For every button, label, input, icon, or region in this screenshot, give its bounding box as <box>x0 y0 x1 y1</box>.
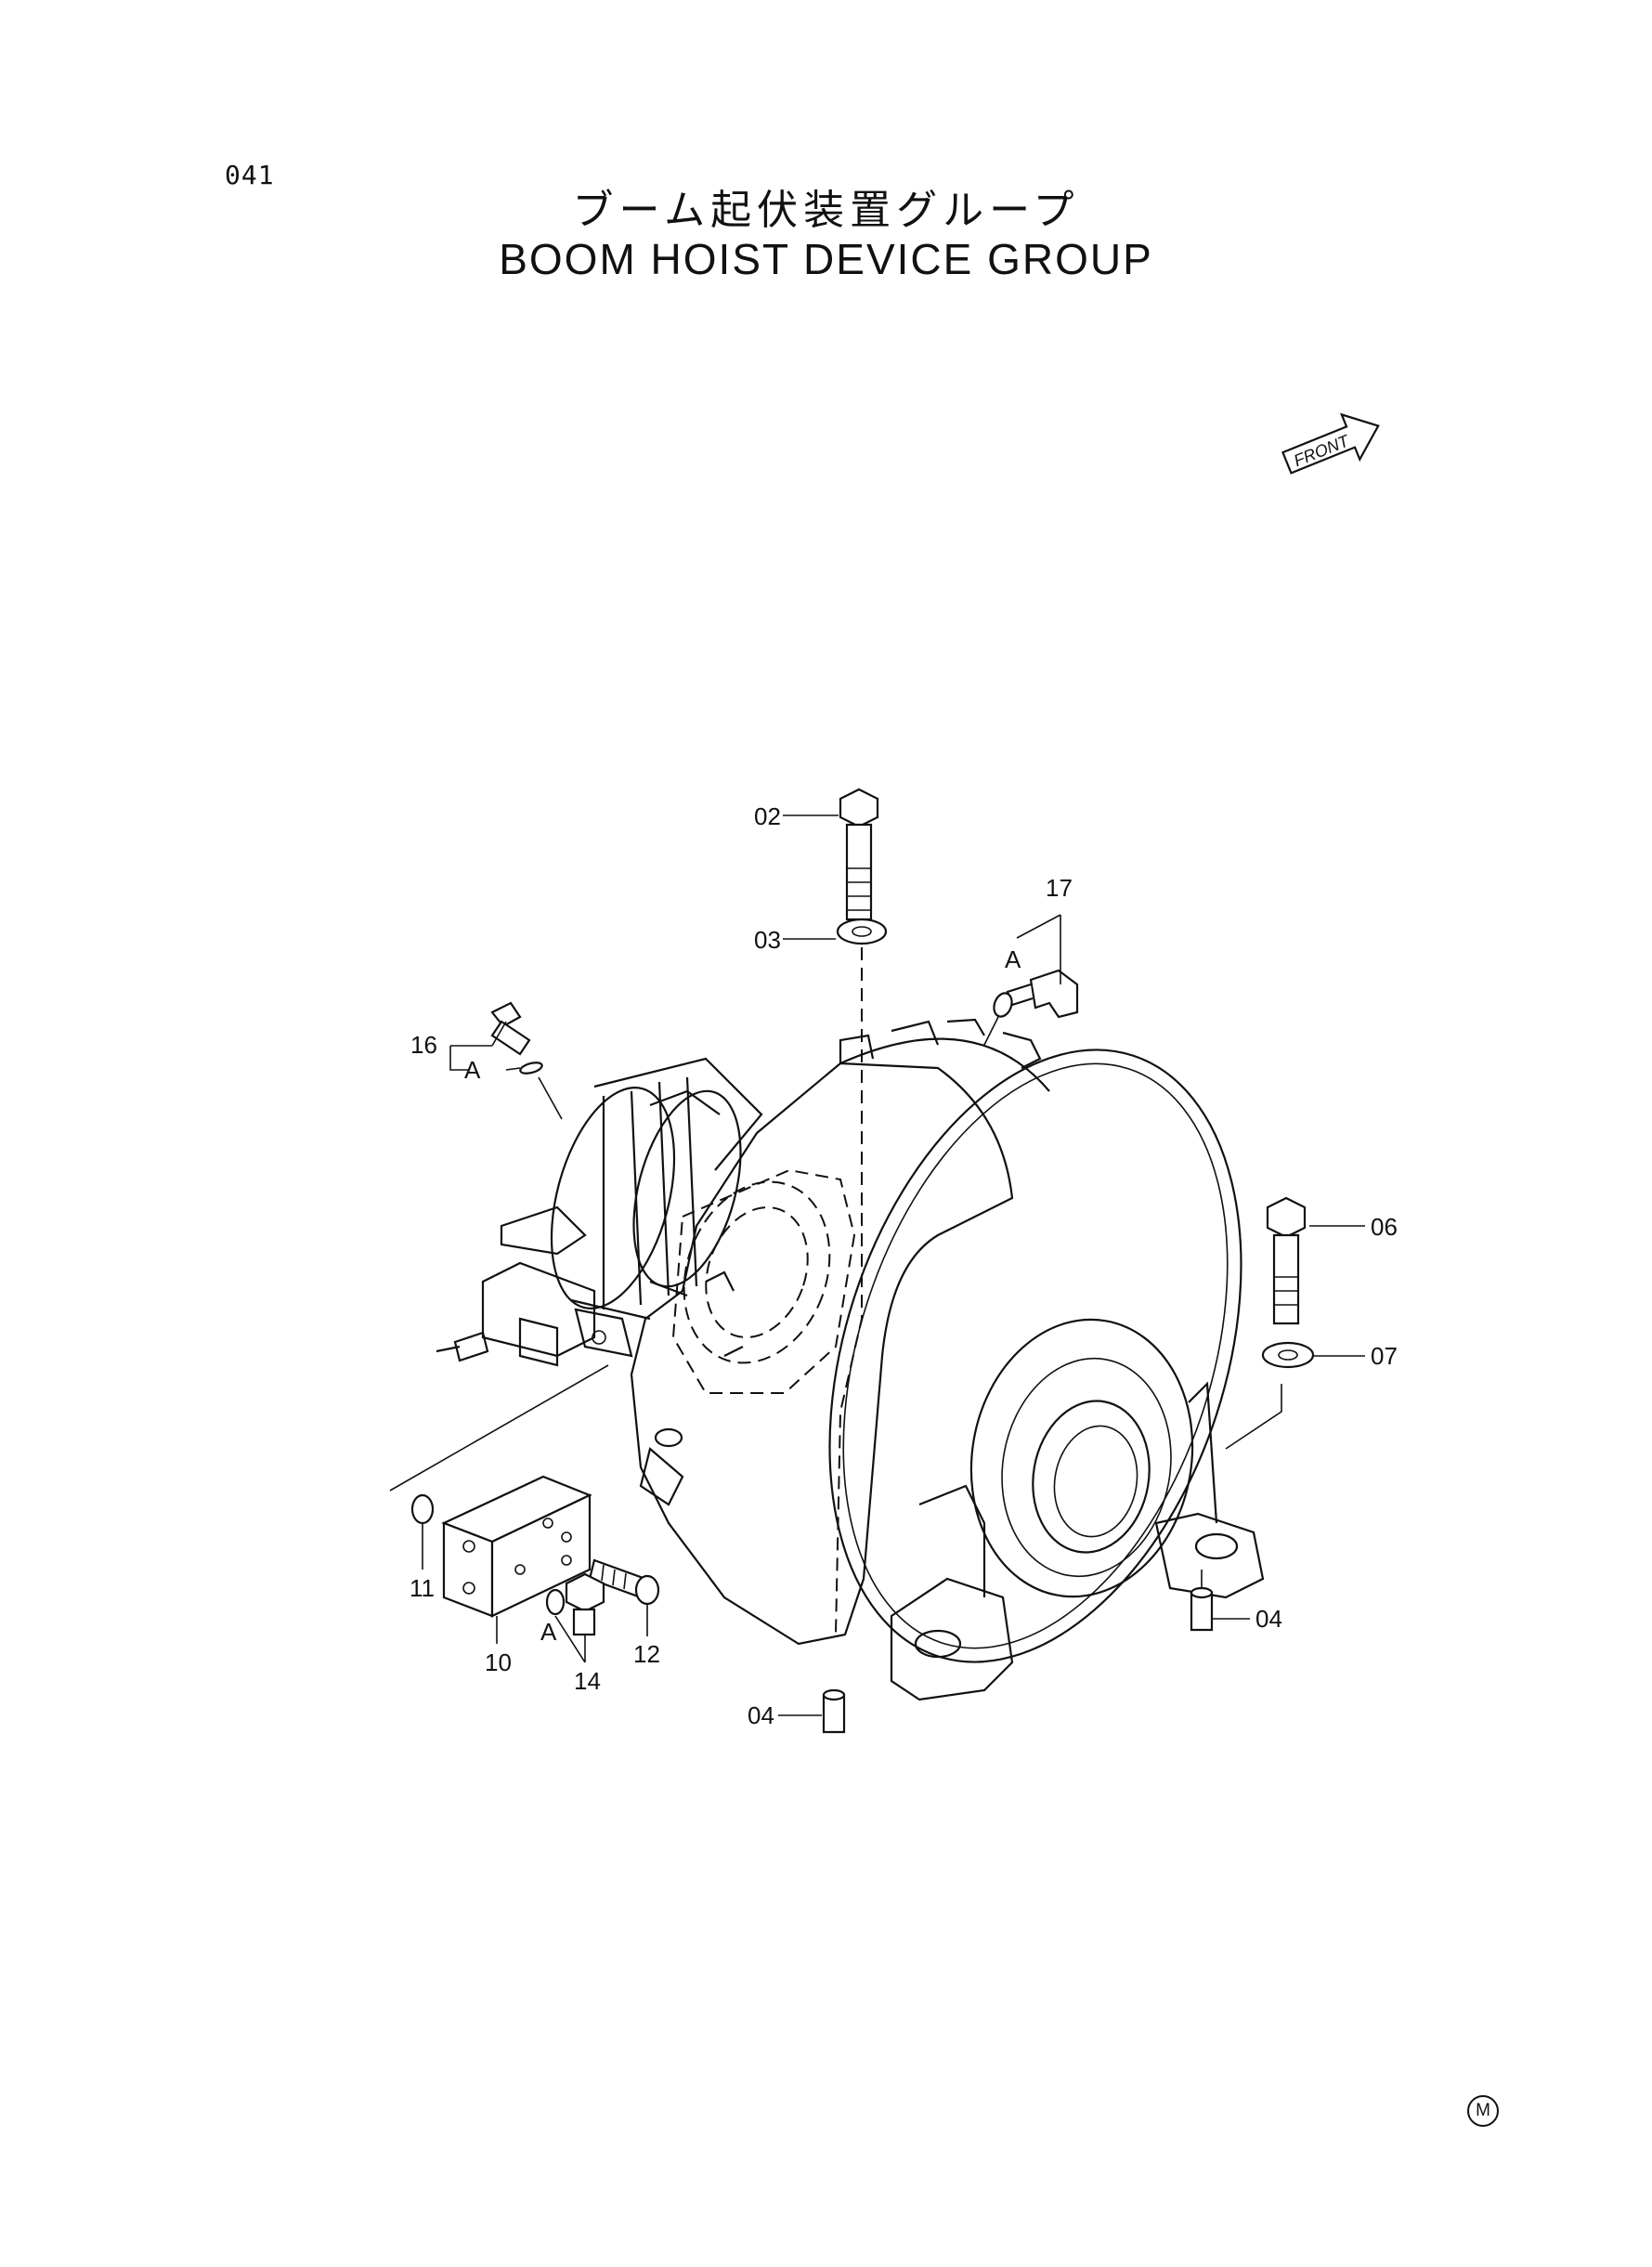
check-valve-12 <box>588 1558 660 1606</box>
leader-lines <box>422 814 1365 1716</box>
mark-a-14: A <box>540 1618 557 1646</box>
mark-a-16: A <box>464 1056 481 1084</box>
callout-04-bottom: 04 <box>748 1701 774 1729</box>
page-number: 041 <box>225 160 275 190</box>
callout-12: 12 <box>633 1640 660 1668</box>
callout-16: 16 <box>410 1031 437 1059</box>
callout-07: 07 <box>1371 1342 1398 1370</box>
elbow-fitting-17 <box>983 969 1079 1046</box>
mark-a-17: A <box>1005 945 1021 973</box>
drum-housing <box>828 1018 1242 1663</box>
callout-03: 03 <box>754 926 781 954</box>
callout-04-right: 04 <box>1255 1605 1282 1633</box>
callout-17: 17 <box>1046 874 1073 902</box>
gearbox-housing <box>630 1062 1014 1646</box>
maker-mark: M <box>1467 2095 1499 2127</box>
fitting-16 <box>490 1001 563 1120</box>
washer-03 <box>836 918 888 945</box>
callout-11: 11 <box>410 1574 435 1602</box>
assembly-line-02 <box>835 947 863 1635</box>
hydraulic-motor <box>436 1057 763 1367</box>
page-title: BOOM HOIST DEVICE GROUP <box>499 235 1153 283</box>
callout-02: 02 <box>754 802 781 830</box>
o-ring-14 <box>545 1588 566 1616</box>
callout-10: 10 <box>485 1648 512 1676</box>
callout-14: 14 <box>574 1667 601 1695</box>
washer-07 <box>1261 1341 1315 1369</box>
bolt-02 <box>839 788 879 921</box>
mounting-foot-left <box>890 1484 1014 1701</box>
mounting-foot-right <box>1154 1381 1265 1599</box>
pin-04-bottom <box>822 1688 846 1734</box>
page-title-japanese: ブーム起伏装置グループ <box>572 187 1080 234</box>
assembly-line-07 <box>1225 1384 1282 1450</box>
o-ring-11 <box>410 1493 435 1525</box>
callout-06: 06 <box>1371 1213 1398 1241</box>
front-direction-arrow: FRONT <box>1281 412 1380 475</box>
assembly-line-10 <box>389 1364 609 1492</box>
plug-14 <box>565 1572 605 1636</box>
bolt-06 <box>1266 1196 1307 1325</box>
valve-block-10 <box>441 1475 592 1618</box>
pin-04-right <box>1190 1586 1214 1632</box>
